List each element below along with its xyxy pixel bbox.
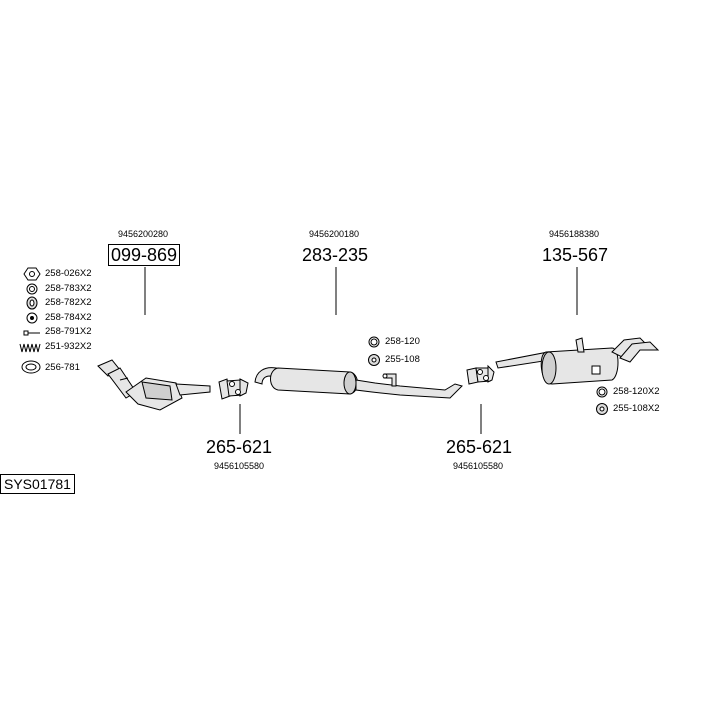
catalyst-drawing[interactable] — [97, 359, 211, 411]
legend-label: 258-783X2 — [45, 283, 92, 294]
legend-label: 258-791X2 — [45, 326, 92, 337]
clamp-front-oe-number: 9456105580 — [214, 461, 265, 471]
rear-hardware-label: 255-108X2 — [613, 403, 660, 414]
ring-icon — [26, 283, 38, 295]
bolt-icon — [23, 330, 40, 336]
clamp-front-drawing[interactable] — [218, 378, 249, 400]
clamp-rear-oe-number: 9456105580 — [453, 461, 504, 471]
rubber-ring-icon — [596, 386, 608, 398]
spring-icon — [19, 343, 41, 353]
nut-icon — [23, 267, 41, 281]
legend-label: 258-784X2 — [45, 312, 92, 323]
rubber-mount-icon — [596, 403, 608, 415]
spring-washer-icon — [26, 296, 38, 310]
mid-hardware-label: 255-108 — [385, 354, 420, 365]
catalyst-oe-number: 9456200280 — [118, 229, 169, 239]
rear-hardware-label: 258-120X2 — [613, 386, 660, 397]
middle-silencer-drawing[interactable] — [254, 367, 463, 399]
legend-label: 258-782X2 — [45, 297, 92, 308]
legend-label: 251-932X2 — [45, 341, 92, 352]
gasket-icon — [21, 360, 41, 374]
washer-icon — [26, 312, 38, 324]
clamp-front-part-number[interactable]: 265-621 — [206, 437, 273, 457]
rear-silencer-oe-number: 9456188380 — [549, 229, 600, 239]
mid-hardware-label: 258-120 — [385, 336, 420, 347]
rubber-mount-icon — [368, 354, 380, 366]
system-code-label: SYS01781 — [0, 474, 75, 494]
rear-silencer-drawing[interactable] — [495, 337, 660, 385]
clamp-rear-part-number[interactable]: 265-621 — [446, 437, 513, 457]
rear-silencer-part-number[interactable]: 135-567 — [542, 245, 609, 265]
middle-silencer-part-number[interactable]: 283-235 — [302, 245, 369, 265]
middle-silencer-oe-number: 9456200180 — [309, 229, 360, 239]
rubber-ring-icon — [368, 336, 380, 348]
legend-label: 256-781 — [45, 362, 80, 373]
catalyst-part-number[interactable]: 099-869 — [108, 244, 181, 266]
legend-label: 258-026X2 — [45, 268, 92, 279]
clamp-rear-drawing[interactable] — [466, 364, 495, 385]
